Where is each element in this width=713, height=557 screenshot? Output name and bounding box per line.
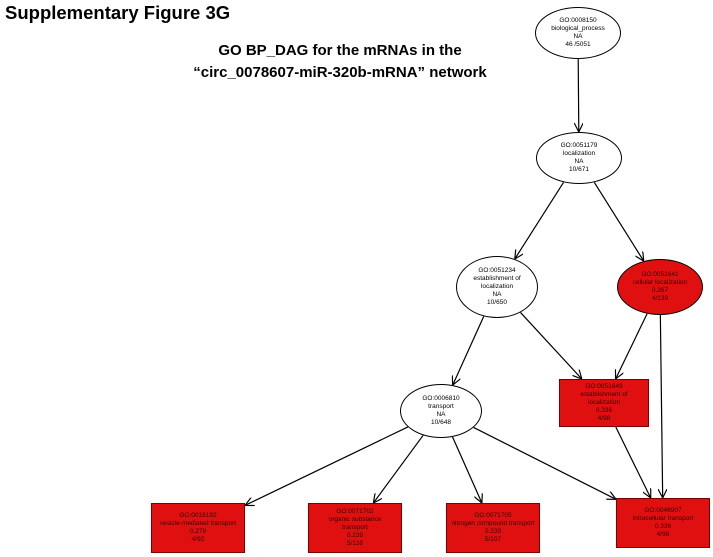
node-count: 5/107 — [484, 536, 502, 543]
node-term: nitrogen compound transport — [451, 520, 535, 527]
node-go-id: GO:0051649 — [585, 383, 623, 390]
edge-n0006810-to-n0016192 — [245, 426, 409, 505]
node-pvalue: NA — [573, 33, 583, 40]
edge-n0006810-to-n0071702 — [373, 434, 424, 503]
node-go-id: GO:0051234 — [478, 267, 516, 274]
node-count: 10/648 — [431, 419, 451, 426]
edge-n0051641-to-n0046907 — [660, 314, 662, 498]
node-term: transport — [428, 403, 454, 410]
edge-n0051641-to-n0051649 — [616, 313, 648, 379]
edge-n0051649-to-n0046907 — [615, 426, 651, 498]
node-term: vesicle-mediated transport — [159, 520, 237, 527]
node-count: 4/139 — [651, 295, 669, 302]
node-pvalue: 0.239 — [484, 528, 502, 535]
edge-n0051234-to-n0006810 — [453, 316, 485, 385]
node-count: 5/139 — [346, 540, 364, 547]
node-pvalue: 0.267 — [651, 287, 669, 294]
node-term: intracellular transport — [632, 515, 694, 522]
node-go-id: GO:0046907 — [644, 507, 682, 514]
node-term: establishment of localization — [580, 391, 628, 406]
node-term: establishment of localization — [473, 275, 521, 290]
node-pvalue: NA — [574, 158, 584, 165]
node-term: biological_process — [551, 25, 605, 32]
edge-n0051234-to-n0051649 — [520, 312, 581, 379]
diagram-title: GO BP_DAG for the mRNAs in the “circ_007… — [150, 40, 530, 84]
node-go-id: GO:0051641 — [641, 271, 679, 278]
title-line-2: “circ_0078607-miR-320b-mRNA” network — [193, 64, 487, 81]
edge-n0051179-to-n0051234 — [515, 181, 565, 259]
node-count: 4/98 — [597, 415, 611, 422]
node-pvalue: 0.239 — [346, 532, 364, 539]
node-term: cellular localization — [632, 279, 688, 286]
node-go-id: GO:0071705 — [474, 512, 512, 519]
node-go-id: GO:0008150 — [559, 17, 597, 24]
edge-n0006810-to-n0071705 — [451, 436, 482, 503]
node-go-id: GO:0051179 — [560, 142, 598, 149]
node-pvalue: 0.279 — [189, 528, 207, 535]
node-count: 10/671 — [569, 166, 589, 173]
title-line-1: GO BP_DAG for the mRNAs in the — [218, 42, 462, 59]
node-pvalue: 0.336 — [654, 523, 672, 530]
edge-n0051179-to-n0051641 — [593, 181, 643, 261]
node-pvalue: NA — [436, 411, 446, 418]
node-count: 10/650 — [487, 299, 507, 306]
node-pvalue: NA — [492, 291, 502, 298]
node-go-id: GO:0016192 — [179, 512, 217, 519]
node-go-id: GO:0071702 — [336, 508, 374, 515]
edge-n0006810-to-n0046907 — [473, 426, 616, 499]
figure-label: Supplementary Figure 3G — [5, 2, 231, 23]
node-count: 46 /5051 — [565, 41, 591, 48]
node-go-id: GO:0006810 — [422, 395, 460, 402]
node-term: localization — [562, 150, 596, 157]
node-term: organic substance transport — [328, 516, 382, 531]
node-pvalue: 0.336 — [595, 407, 613, 414]
node-count: 4/92 — [191, 536, 205, 543]
edge-n0008150-to-n0051179 — [578, 58, 579, 132]
node-count: 4/98 — [656, 531, 670, 538]
